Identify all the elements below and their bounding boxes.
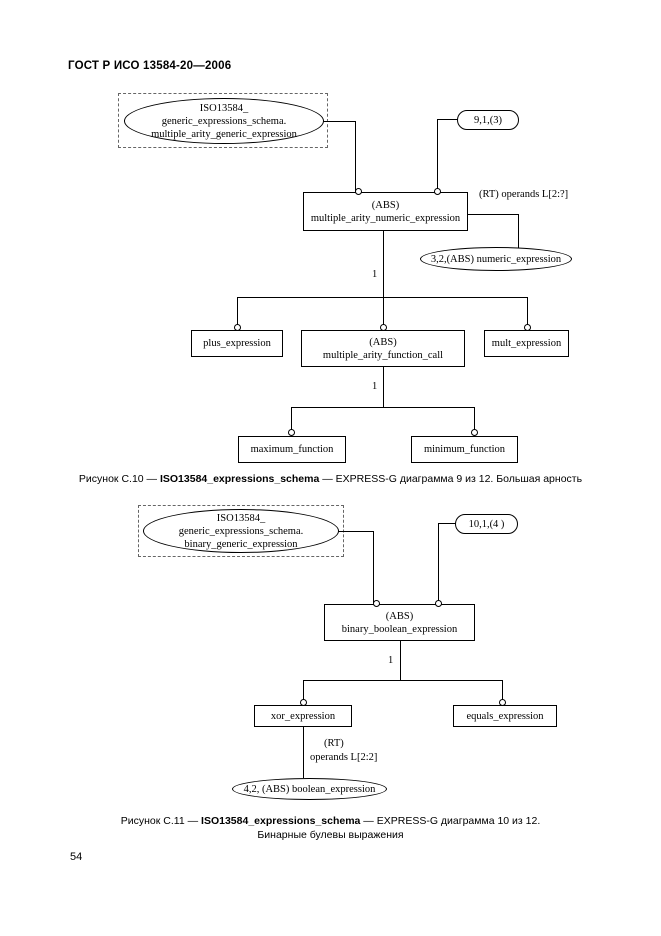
entity-box-binary-boolean-expression: (ABS) binary_boolean_expression [324,604,475,641]
figure-caption-c11-line2: Бинарные булевы выражения [257,829,404,841]
entity-box-plus-expression: plus_expression [191,330,283,357]
supertype-marker-c10-2: 1 [372,381,378,392]
type-ref-label: 3,2,(ABS) numeric_expression [430,253,562,265]
subtype-bar-c11 [303,680,503,682]
leaf-dot-maximum [287,429,295,436]
schema-ref-line2: generic_expressions_schema. [178,525,304,537]
entity-name: equals_expression [466,710,544,722]
subtype-drop-xor [302,680,304,702]
entity-box-mult-expression: mult_expression [484,330,569,357]
connector-schema-to-root-v [354,121,356,192]
schema-frame-c10 [118,93,328,148]
subtype-dot-func-call [379,324,387,331]
connector-pageref-to-root-v [436,119,438,192]
connector-schema-to-root-v-c11 [372,531,374,603]
entity-box-minimum-function: minimum_function [411,436,518,463]
type-ref-ellipse-boolean-expression: 4,2, (ABS) boolean_expression [232,778,387,800]
page-ref-label: 9,1,(3) [474,114,502,126]
type-ref-label: 4,2, (ABS) boolean_expression [243,783,376,795]
entity-name: mult_expression [491,338,562,349]
attribute-label-operands-c11: operands L[2:2] [310,752,378,763]
page-ref-pill-c11: 10,1,(4 ) [455,514,518,534]
attribute-label-rt-c11: (RT) [324,738,344,749]
entity-name: plus_expression [203,338,271,349]
connector-pageref-to-root-h-c11 [438,523,458,525]
supertype-trunk-c11 [399,641,401,681]
connector-pageref-to-root-v-c11 [437,523,439,603]
connector-attr-h-c10 [468,214,519,216]
page-ref-label: 10,1,(4 ) [468,518,505,530]
connector-dot-root-left-c11 [372,600,380,607]
entity-name: maximum_function [250,444,334,455]
caption-prefix: Рисунок С.11 — [120,815,202,827]
schema-ref-line3: binary_generic_expression [184,538,298,550]
schema-ref-ellipse-c11: ISO13584_ generic_expressions_schema. bi… [143,509,339,553]
caption-suffix: — EXPRESS-G диаграмма 10 из 12. [360,815,541,827]
entity-name: xor_expression [270,710,336,722]
entity-box-maximum-function: maximum_function [238,436,346,463]
entity-box-equals-expression: equals_expression [453,705,557,727]
schema-ref-line3: multiple_arity_generic_expression [151,128,297,140]
caption-suffix: — EXPRESS-G диаграмма 9 из 12. Большая а… [319,473,583,485]
leaf-bar-c10 [291,407,475,409]
connector-pageref-to-root-h [437,119,459,121]
leaf-drop-maximum [290,407,292,433]
figure-caption-c11-line1: Рисунок С.11 — ISO13584_expressions_sche… [0,815,661,827]
subtype-drop-equals [501,680,503,702]
subtype-dot-xor [299,699,307,706]
subtype-dot-equals [498,699,506,706]
supertype-marker-c10-1: 1 [372,269,378,280]
schema-ref-line1: ISO13584_ [216,512,266,524]
supertype-marker-c11: 1 [388,655,394,666]
entity-box-multiple-arity-numeric-expression: (ABS) multiple_arity_numeric_expression [303,192,468,231]
caption-schema-name: ISO13584_expressions_schema [159,473,320,485]
connector-attr-v-c11 [302,727,304,778]
subtype-drop-mult [526,297,528,328]
subtype-drop-plus [236,297,238,328]
connector-dot-root-left [354,188,362,195]
connector-attr-v-c10 [517,214,519,249]
type-ref-ellipse-numeric-expression: 3,2,(ABS) numeric_expression [420,247,572,271]
subtype-dot-plus [233,324,241,331]
entity-box-multiple-arity-function-call: (ABS) multiple_arity_function_call [301,330,465,367]
attribute-label-operands-c10: (RT) operands L[2:?] [479,189,569,200]
figure-caption-c10: Рисунок С.10 — ISO13584_expressions_sche… [0,473,661,485]
entity-name: multiple_arity_function_call [322,349,444,361]
supertype-trunk-c10-1 [382,231,384,298]
leaf-dot-minimum [470,429,478,436]
subtype-bar-c10 [237,297,528,299]
schema-ref-line2: generic_expressions_schema. [161,115,287,127]
connector-schema-to-root-h-c11 [334,531,374,533]
subtype-drop-func-call [382,297,384,328]
caption-schema-name: ISO13584_expressions_schema [201,815,361,827]
connector-dot-root-right-c11 [434,600,442,607]
entity-name: multiple_arity_numeric_expression [310,212,461,224]
schema-ref-ellipse-c10: ISO13584_ generic_expressions_schema. mu… [124,98,324,144]
connector-dot-root-right [433,188,441,195]
entity-box-xor-expression: xor_expression [254,705,352,727]
entity-abs-marker: (ABS) [369,336,397,348]
subtype-dot-mult [523,324,531,331]
entity-abs-marker: (ABS) [371,199,400,211]
entity-abs-marker: (ABS) [385,610,414,622]
schema-ref-line1: ISO13584_ [199,102,249,114]
connector-schema-to-root-h [320,121,356,123]
page-header-standard: ГОСТ Р ИСО 13584-20—2006 [68,60,232,72]
supertype-trunk-c10-2 [382,367,384,408]
page-number: 54 [70,851,83,863]
page-ref-pill-c10: 9,1,(3) [457,110,519,130]
entity-name: binary_boolean_expression [341,623,458,635]
caption-prefix: Рисунок С.10 — [78,473,160,485]
entity-name: minimum_function [423,444,506,455]
leaf-drop-minimum [473,407,475,433]
